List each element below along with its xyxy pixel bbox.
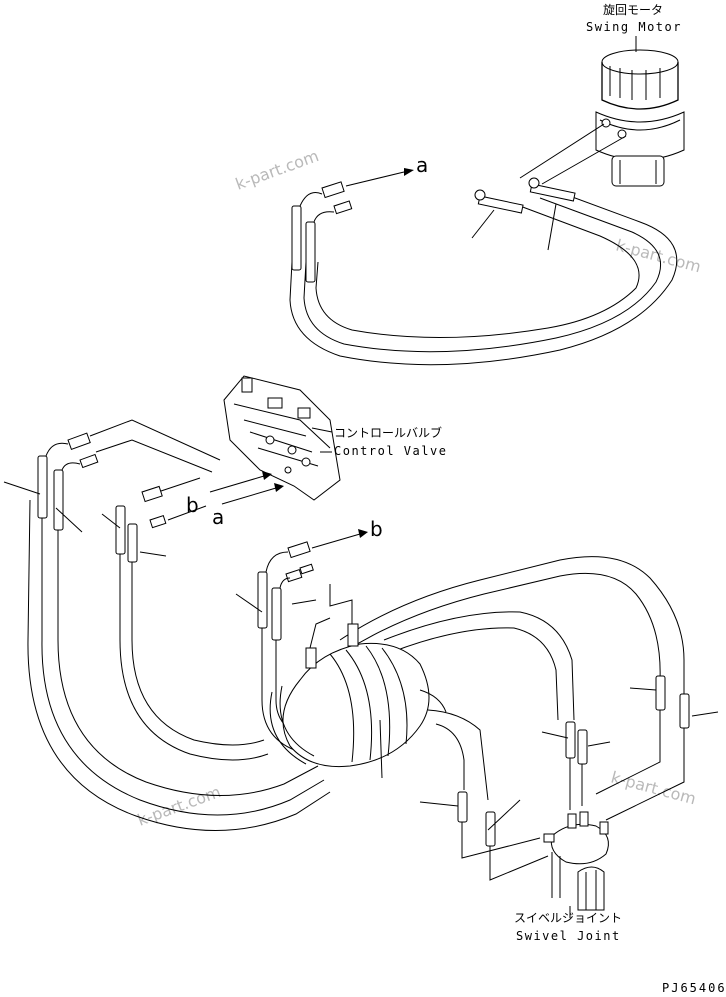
ref-b-right: b xyxy=(370,517,383,541)
ref-a-top: a xyxy=(416,153,428,177)
watermark: k-part.com xyxy=(614,236,703,277)
drawing-id: PJ65406 xyxy=(662,981,726,995)
left-hose-group xyxy=(3,432,331,831)
swivel-joint-label-jp: スイベルジョイント xyxy=(514,911,622,925)
watermark: k-part.com xyxy=(135,782,223,830)
right-hose-fittings xyxy=(419,675,719,881)
central-hose-bundle xyxy=(269,556,685,801)
watermark: k-part.com xyxy=(233,146,321,194)
ref-b-mid: b xyxy=(186,493,199,517)
middle-hose-group xyxy=(235,529,368,759)
valve-port-arrows xyxy=(209,471,284,505)
control-valve-label-jp: コントロールバルブ xyxy=(334,425,442,440)
control-valve-label-en: Control Valve xyxy=(334,444,447,458)
swing-motor xyxy=(595,49,685,187)
swing-motor-hoses xyxy=(289,123,678,366)
swing-motor-label-en: Swing Motor xyxy=(586,20,682,34)
watermark: k-part.com xyxy=(609,768,698,809)
swing-motor-label-jp: 旋回モータ xyxy=(603,3,663,17)
swivel-joint xyxy=(543,811,609,918)
ref-a-mid: a xyxy=(212,505,224,529)
control-valve xyxy=(223,375,341,501)
swivel-joint-label-en: Swivel Joint xyxy=(516,929,621,943)
